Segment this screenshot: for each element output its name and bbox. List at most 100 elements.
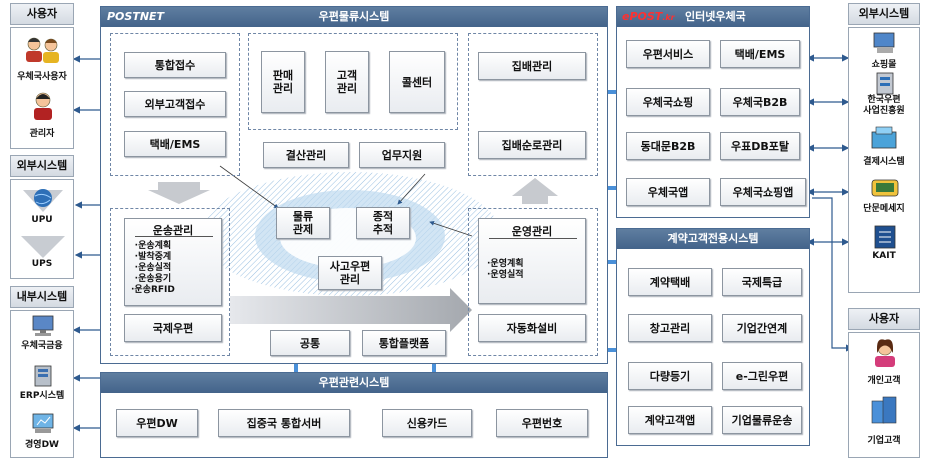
corporate-customer-label: 기업고객 xyxy=(867,436,901,446)
payment-machine-icon xyxy=(871,126,897,149)
bulk-registered-box[interactable]: 다량등기 xyxy=(628,362,712,390)
post-shopping-app-box[interactable]: 우체국쇼핑앱 xyxy=(720,178,806,206)
operations-list: ·운영계획 ·운영실적 xyxy=(487,259,524,281)
b2b-link-box[interactable]: 기업간연계 xyxy=(722,314,802,342)
user-label-admin: 관리자 xyxy=(29,129,55,139)
arrow-app-to-user xyxy=(812,197,854,352)
contract-app-box[interactable]: 계약고객앱 xyxy=(628,406,712,434)
right-external-title: 외부시스템 xyxy=(848,3,920,25)
internet-post-title: 인터넷우체국 xyxy=(685,10,746,23)
contract-parcel-box[interactable]: 계약택배 xyxy=(628,268,712,296)
operations-divider xyxy=(489,238,577,239)
shopping-computer-icon xyxy=(873,32,895,53)
left-internal-title: 내부시스템 xyxy=(10,286,74,308)
erp-label: ERP시스템 xyxy=(19,391,65,401)
left-users-title: 사용자 xyxy=(10,3,74,25)
settlement-box[interactable]: 결산관리 xyxy=(263,142,349,168)
shopping-mall-label: 쇼핑몰 xyxy=(871,60,897,70)
finance-label: 우체국금융 xyxy=(21,341,63,351)
right-users-title: 사용자 xyxy=(848,308,920,330)
credit-card-box[interactable]: 신용카드 xyxy=(382,409,472,437)
integrated-reception-box[interactable]: 통합접수 xyxy=(124,52,226,78)
finance-computer-icon xyxy=(32,315,54,336)
transport-management-box[interactable]: 운송관리 ·운송계획 ·발착중계 ·운송실적 ·운송용기 ·운송RFID xyxy=(124,218,222,306)
reception-group xyxy=(110,33,240,176)
postal-logistics-header: POSTNET 우편물류시스템 xyxy=(101,7,607,27)
upu-globe-icon xyxy=(23,189,63,212)
left-external-title: 외부시스템 xyxy=(10,155,74,177)
right-external-panel: 쇼핑몰 한국우편 사업진흥원 결제시스템 단문메세지 KAIT xyxy=(848,27,920,293)
transport-item: ·발착중계 xyxy=(134,252,172,262)
right-users-panel: 개인고객 기업고객 xyxy=(848,332,920,458)
ups-label: UPS xyxy=(31,259,53,269)
delivery-group xyxy=(468,33,598,176)
ups-arrow-icon xyxy=(21,236,65,258)
logistics-control-box[interactable]: 물류 관제 xyxy=(276,207,330,239)
integrated-platform-box[interactable]: 통합플랫폼 xyxy=(362,330,446,356)
e-green-mail-box[interactable]: e-그린우편 xyxy=(722,362,802,390)
operations-item: ·운영계획 xyxy=(487,259,524,269)
postal-logistics-title: 우편물류시스템 xyxy=(318,10,390,23)
transport-item: ·운송실적 xyxy=(134,263,172,273)
epost-logo: ePOST.kr xyxy=(622,7,675,28)
left-internal-panel: 우체국금융 ERP시스템 경영DW xyxy=(10,310,74,458)
tracking-box[interactable]: 종적 추적 xyxy=(356,207,410,239)
external-reception-box[interactable]: 외부고객접수 xyxy=(124,91,226,117)
customer-management-box[interactable]: 고객 관리 xyxy=(325,51,369,113)
transport-divider xyxy=(135,236,213,237)
left-users-panel: 우체국사용자 관리자 xyxy=(10,27,74,149)
call-center-box[interactable]: 콜센터 xyxy=(389,51,445,113)
contract-customer-header: 계약고객전용시스템 xyxy=(617,229,809,249)
business-support-box[interactable]: 업무지원 xyxy=(359,142,445,168)
warehouse-box[interactable]: 창고관리 xyxy=(628,314,712,342)
transport-group xyxy=(110,208,230,356)
post-shopping-box[interactable]: 우체국쇼핑 xyxy=(626,88,710,116)
individual-customer-icon xyxy=(875,339,895,367)
postal-code-box[interactable]: 우편번호 xyxy=(496,409,588,437)
postal-dw-box[interactable]: 우편DW xyxy=(116,409,198,437)
dw-monitor-icon xyxy=(32,413,54,433)
postal-service-box[interactable]: 우편서비스 xyxy=(626,40,710,68)
transport-item: ·운송계획 xyxy=(134,241,172,251)
central-server-box[interactable]: 집중국 통합서버 xyxy=(218,409,350,437)
upu-label: UPU xyxy=(31,215,53,225)
operations-group xyxy=(468,208,598,356)
transport-list: ·운송계획 ·발착중계 ·운송실적 ·운송용기 ·운송RFID xyxy=(131,241,175,296)
operations-management-box[interactable]: 운영관리 ·운영계획 ·운영실적 xyxy=(478,218,586,304)
sms-phone-icon xyxy=(871,179,899,197)
international-express-box[interactable]: 국제특급 xyxy=(722,268,802,296)
sms-label: 단문메세지 xyxy=(863,204,905,214)
transport-title: 운송관리 xyxy=(152,224,194,237)
corporate-customer-icon xyxy=(871,396,897,424)
users-icon xyxy=(26,37,59,63)
kait-label: KAIT xyxy=(872,251,896,261)
kpost-label: 한국우편 사업진흥원 xyxy=(863,95,905,116)
sales-management-box[interactable]: 판매 관리 xyxy=(261,51,305,113)
delivery-route-box[interactable]: 집배순로관리 xyxy=(478,131,586,159)
user-label-postoffice: 우체국사용자 xyxy=(17,72,67,82)
stamp-db-portal-box[interactable]: 우표DB포탈 xyxy=(720,132,800,160)
automation-box[interactable]: 자동화설비 xyxy=(478,314,586,342)
internet-post-header: ePOST.kr 인터넷우체국 xyxy=(617,7,809,27)
epost-logo-text: ePOST xyxy=(622,10,663,23)
operations-item: ·운영실적 xyxy=(487,270,524,280)
dongdaemun-b2b-box[interactable]: 동대문B2B xyxy=(626,132,710,160)
individual-customer-label: 개인고객 xyxy=(867,376,901,386)
post-b2b-box[interactable]: 우체국B2B xyxy=(720,88,800,116)
operations-title: 운영관리 xyxy=(511,225,553,238)
admin-icon xyxy=(34,92,52,120)
post-app-box[interactable]: 우체국앱 xyxy=(626,178,710,206)
parcel-ems-box[interactable]: 택배/EMS xyxy=(124,131,226,157)
postnet-logo: POSTNET xyxy=(107,10,165,23)
delivery-management-box[interactable]: 집배관리 xyxy=(478,52,586,80)
corporate-logistics-box[interactable]: 기업물류운송 xyxy=(722,406,802,434)
kpost-server-icon xyxy=(876,72,894,95)
accident-mail-box[interactable]: 사고우편 관리 xyxy=(318,256,382,290)
common-box[interactable]: 공통 xyxy=(270,330,350,356)
erp-server-icon xyxy=(34,365,52,387)
international-mail-box[interactable]: 국제우편 xyxy=(124,314,222,342)
parcel-ems-online-box[interactable]: 택배/EMS xyxy=(720,40,800,68)
dw-label: 경영DW xyxy=(25,440,59,450)
transport-item: ·운송용기 xyxy=(134,274,172,284)
payment-label: 결제시스템 xyxy=(863,157,905,167)
